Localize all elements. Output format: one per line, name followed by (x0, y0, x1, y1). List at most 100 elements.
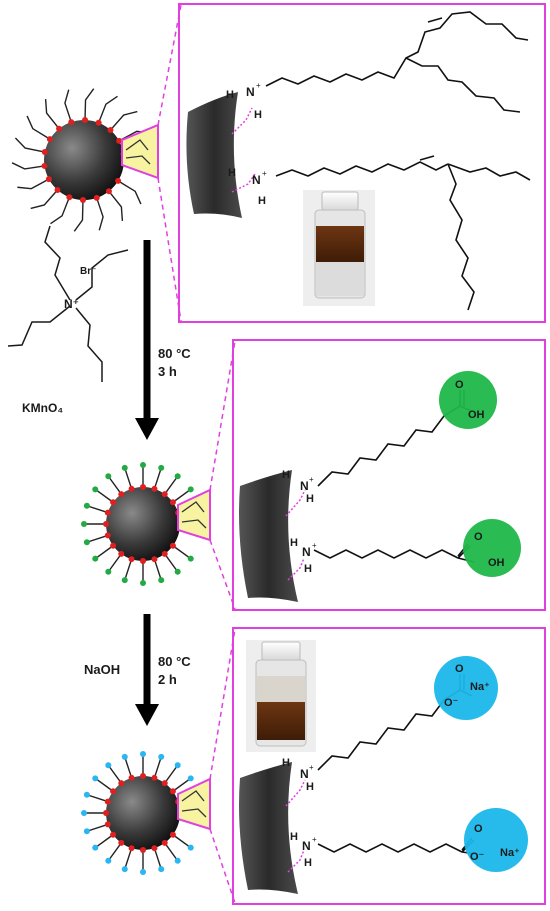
nanoparticle-oleylamine (11, 88, 157, 232)
carboxylate-chain-lower (317, 843, 463, 853)
carbonyl-o-label: O (455, 663, 464, 675)
charge-label: + (312, 835, 317, 844)
oleylamine-chain-lower (275, 155, 449, 177)
ligand-stick (164, 764, 179, 784)
ligand-callout (177, 488, 211, 542)
carboxyl-tip-dot (121, 464, 128, 471)
amine-anchor-dot (161, 839, 168, 846)
amine-anchor-dot (107, 127, 114, 134)
ligand-stick (86, 505, 109, 514)
amine-anchor-dot (118, 550, 125, 557)
carboxyl-tip-dot (140, 580, 146, 586)
ligand-stick (164, 842, 179, 862)
amine-h-label: H (306, 493, 314, 505)
carboxyl-tip-dot (83, 539, 90, 546)
charge-label: + (256, 81, 261, 90)
carboxyl-tip-dot (158, 577, 165, 584)
amine-n-label: N (252, 173, 261, 187)
oleylamine-ligands (11, 88, 157, 232)
amine-anchor-dot (41, 149, 48, 156)
dashed-connector (157, 4, 182, 126)
oleylamine-ligand (73, 199, 84, 232)
amine-anchor-dot (140, 558, 146, 564)
amine-anchor-dot (140, 847, 146, 853)
amine-n-label: N (300, 479, 309, 493)
nanoparticle-surface-wall (186, 92, 242, 218)
amine-h-label: H (228, 167, 236, 179)
ligand-stick (107, 764, 122, 784)
charge-label: + (312, 541, 317, 550)
ligand-stick (172, 545, 192, 560)
carboxyl-tip-dot (174, 568, 181, 575)
carboxylate-tip-dot (83, 791, 90, 798)
amine-anchor-dot (151, 774, 158, 781)
amine-anchor-dot (161, 550, 168, 557)
amine-anchor-dot (103, 521, 109, 527)
charge-label: + (309, 475, 314, 484)
ligand-stick (172, 834, 192, 849)
step1-temperature: 80 °C (158, 346, 191, 361)
step2-temperature: 80 °C (158, 654, 191, 669)
amine-anchor-dot (66, 194, 73, 201)
amine-anchor-dot (110, 542, 117, 549)
carboxylate-tip-dot (187, 844, 194, 851)
oleylamine-ligand (50, 196, 71, 225)
carboxylate-tip-dot (83, 828, 90, 835)
ligand-stick (107, 842, 122, 862)
callout-ligand-sketch (181, 501, 207, 529)
hydroxyl-label: OH (488, 557, 505, 569)
carbonyl-o-label: O (474, 531, 483, 543)
amine-anchor-dot (41, 162, 48, 169)
amine-anchor-dot (95, 119, 102, 126)
oleylamine-ligand (96, 197, 104, 231)
ligand-stick (124, 558, 133, 581)
amine-anchor-dot (110, 831, 117, 838)
hydrogen-bond-lower (231, 173, 256, 193)
amine-anchor-dot (45, 176, 52, 183)
carboxylate-tip-dot (174, 857, 181, 864)
oleylamine-ligand (44, 99, 60, 130)
callout-ligand-sketch (181, 790, 207, 818)
amine-anchor-dot (140, 484, 146, 490)
ligand-stick (107, 475, 122, 495)
nanoparticle-sphere-icon (44, 120, 124, 200)
step2-reagent: NaOH (84, 662, 120, 677)
oleylamine-ligand (109, 110, 138, 131)
ligand-stick (153, 558, 162, 581)
oleylamine-chain-lower-tail (447, 163, 475, 311)
ligand-stick (164, 475, 179, 495)
carboxylate-tip-dot (174, 762, 181, 769)
amine-h-label: H (290, 537, 298, 549)
charge-label: + (309, 763, 314, 772)
amine-h-label: H (254, 109, 262, 121)
vial-icon (303, 190, 375, 306)
nanoparticle-sphere-icon (106, 487, 180, 561)
carboxylate-tip-dot (121, 753, 128, 760)
carboxylate-highlight (464, 808, 528, 872)
oleylamine-ligand (117, 180, 142, 205)
carboxyl-tip-dot (140, 462, 146, 468)
oleylamine-ligand (84, 88, 95, 121)
carbonyl-o-label: O (455, 379, 464, 391)
panel-carboxylate (232, 627, 546, 905)
panel-oleylamine (178, 3, 546, 323)
amine-anchor-dot (104, 509, 111, 516)
oleylamine-ligand (108, 190, 124, 221)
oxidant-label: KMnO₄ (22, 401, 63, 415)
amine-anchor-dot (79, 196, 86, 203)
carboxyl-tip-dot (187, 486, 194, 493)
ligand-stick (94, 488, 114, 503)
ligand-stick (164, 553, 179, 573)
carboxyl-tip-dot (158, 464, 165, 471)
amine-h-label: H (282, 469, 290, 481)
carboxylate-o-label: O⁻ (470, 851, 485, 863)
carboxyl-chain-lower (313, 549, 459, 559)
amine-anchor-dot (151, 845, 158, 852)
carboxyl-tip-dot (105, 473, 112, 480)
hydrogen-bond-upper (285, 779, 306, 807)
amine-anchor-dot (110, 788, 117, 795)
amine-anchor-dot (116, 137, 123, 144)
amine-anchor-dot (128, 774, 135, 781)
ligand-stick (153, 756, 162, 779)
oleylamine-ligand (64, 89, 72, 123)
